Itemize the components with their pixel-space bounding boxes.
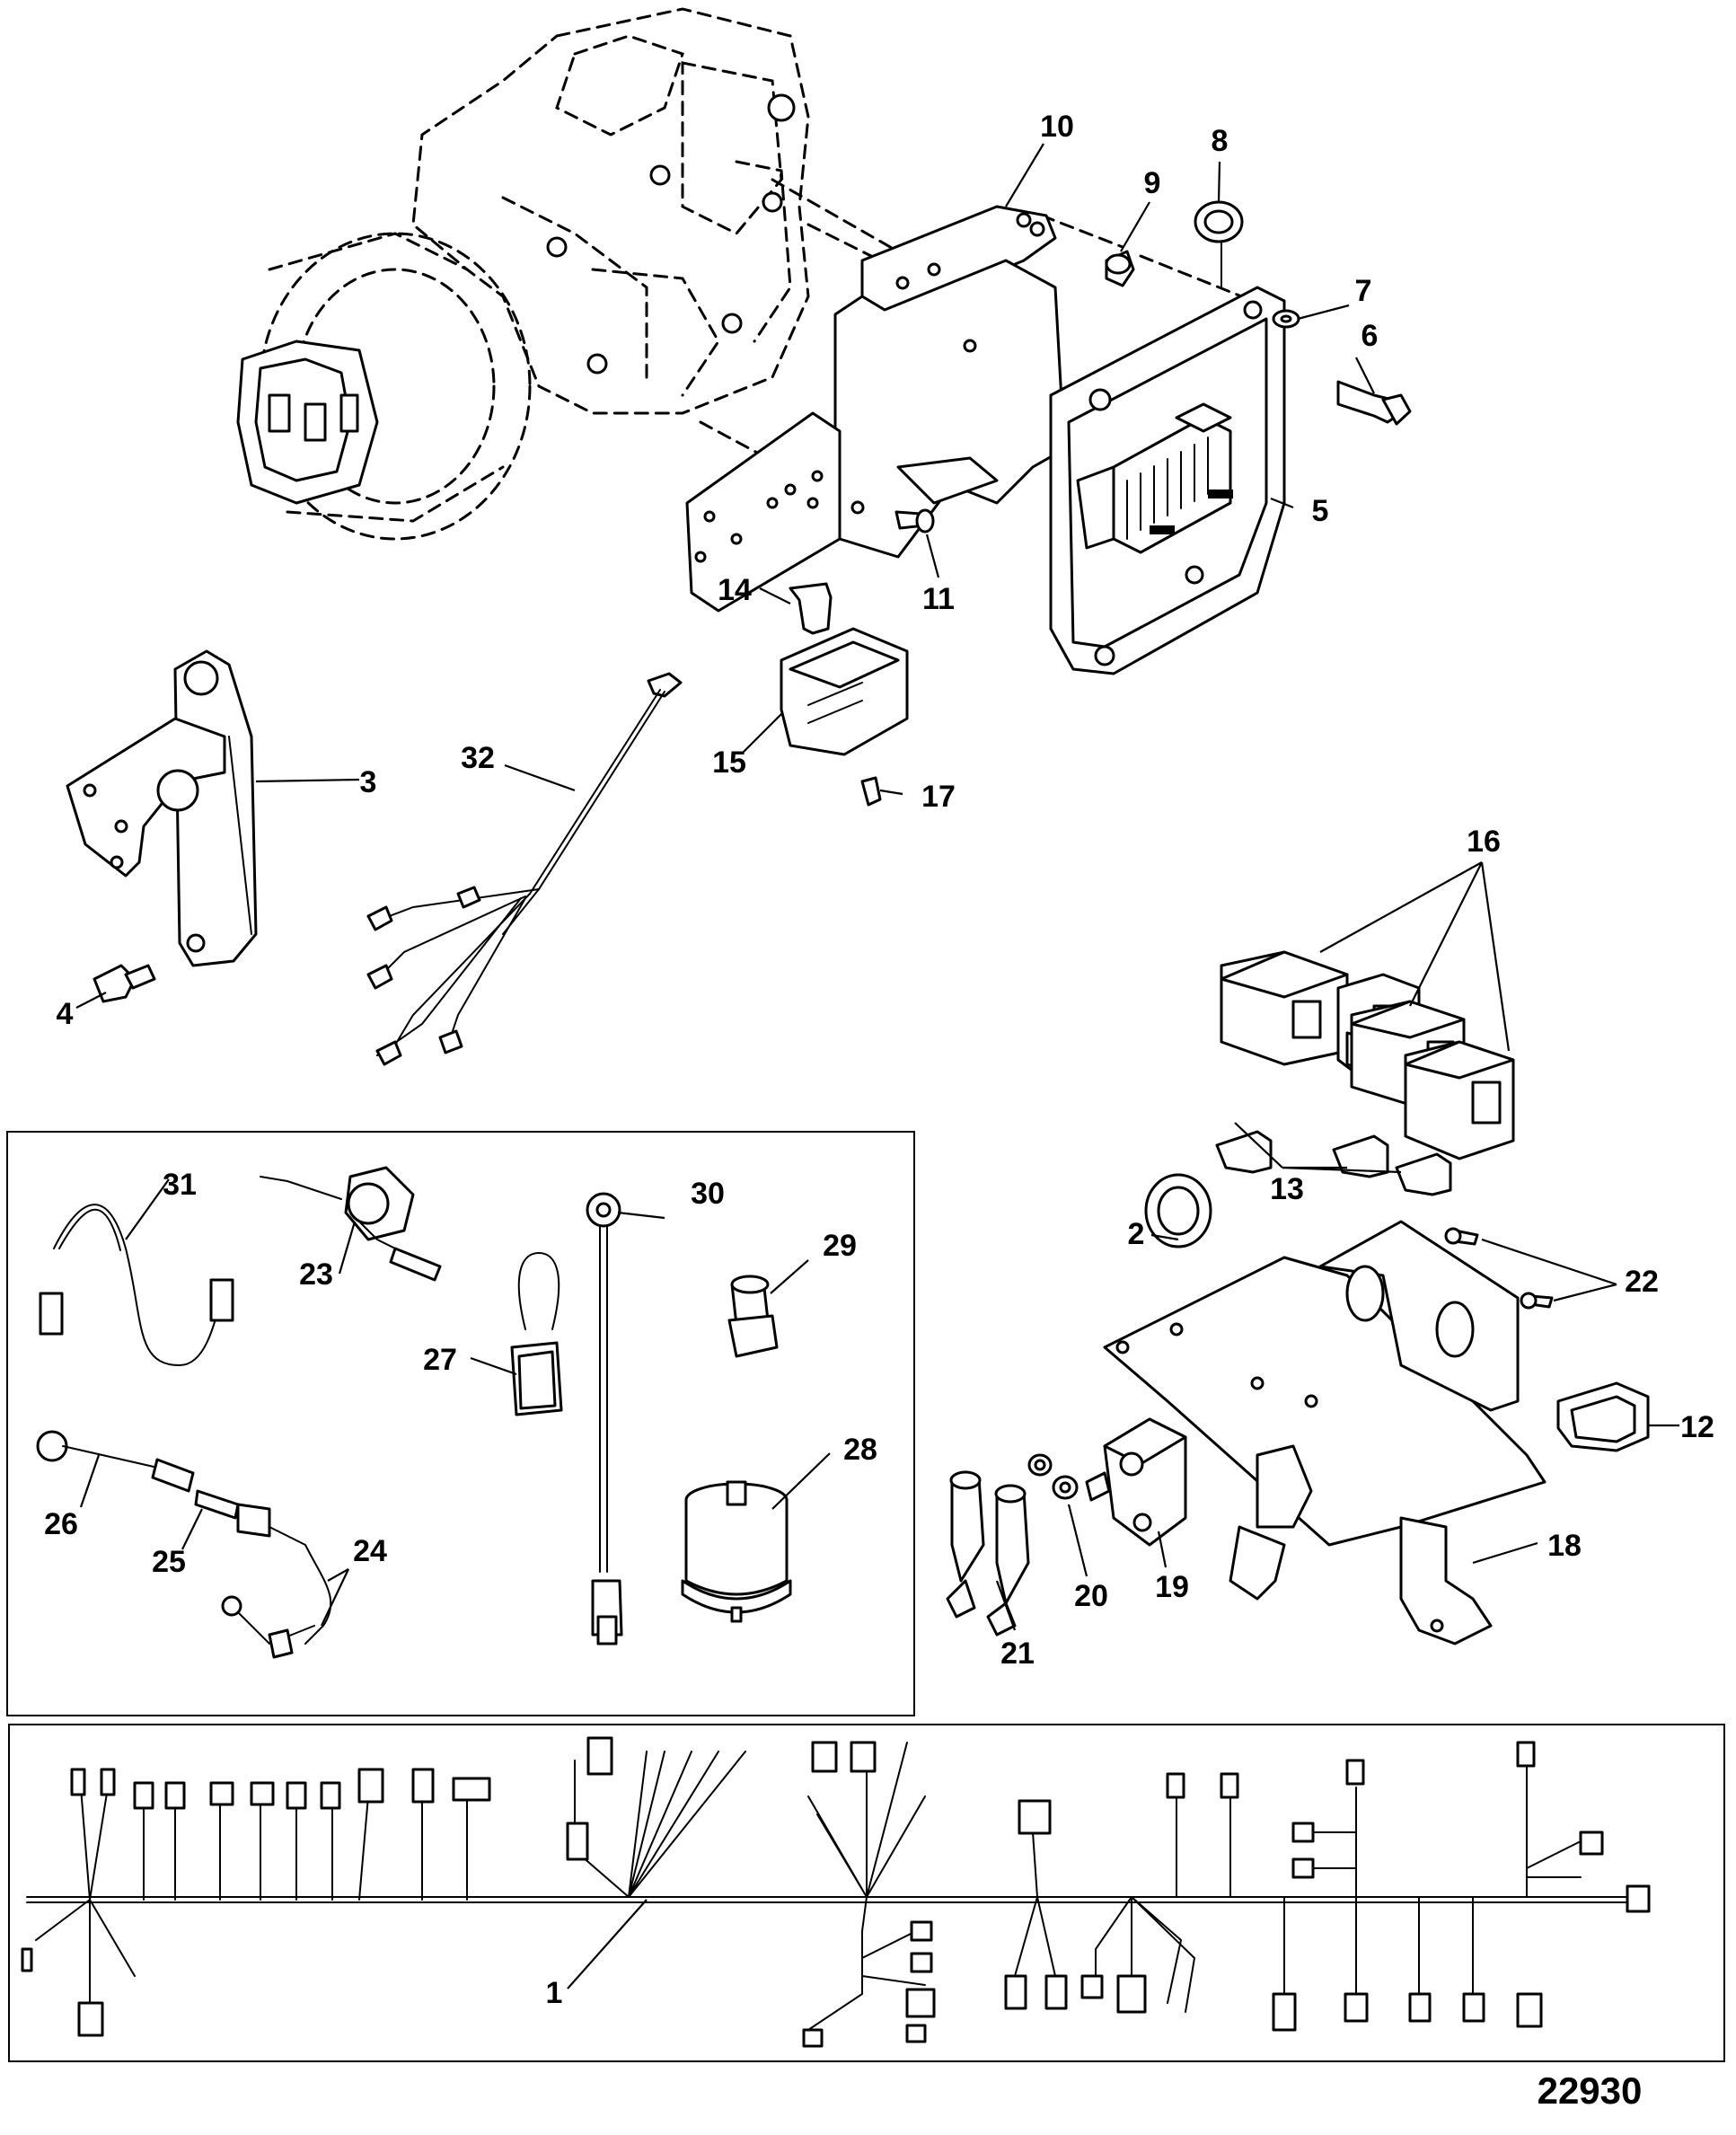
callout-7: 7 bbox=[1355, 274, 1372, 308]
callout-26: 26 bbox=[44, 1507, 78, 1541]
service-kit-box bbox=[6, 1131, 915, 1716]
stud-nuts bbox=[1027, 1453, 1079, 1500]
component-panel bbox=[1103, 1220, 1547, 1645]
callout-20: 20 bbox=[1074, 1579, 1108, 1613]
callout-14: 14 bbox=[718, 573, 752, 607]
callout-19: 19 bbox=[1155, 1570, 1189, 1604]
callout-15: 15 bbox=[712, 745, 746, 780]
callout-11: 11 bbox=[922, 582, 955, 616]
test-loop-harness bbox=[510, 1251, 563, 1416]
sub-harness bbox=[366, 672, 683, 1066]
callout-1: 1 bbox=[546, 1976, 563, 2010]
callout-3: 3 bbox=[360, 765, 377, 799]
callout-13: 13 bbox=[1270, 1172, 1304, 1206]
temperature-sender bbox=[260, 1166, 442, 1282]
callout-2: 2 bbox=[1128, 1217, 1145, 1251]
callout-6: 6 bbox=[1361, 319, 1379, 353]
callout-4: 4 bbox=[57, 997, 74, 1031]
bracket-bolt bbox=[93, 964, 156, 1003]
callout-12: 12 bbox=[1680, 1410, 1714, 1444]
engine-control-module bbox=[1049, 286, 1286, 675]
knock-sensor bbox=[586, 1192, 623, 1645]
callout-21: 21 bbox=[1000, 1637, 1035, 1671]
leader-lines bbox=[75, 143, 1679, 1989]
callout-22: 22 bbox=[1625, 1265, 1659, 1299]
engine-bracket bbox=[66, 649, 258, 967]
sensor-lead-with-fuse bbox=[36, 1430, 332, 1659]
mounting-bracket bbox=[685, 205, 1066, 613]
callout-labels: 1 2 3 4 5 6 7 8 9 10 11 12 13 14 15 16 1… bbox=[44, 110, 1714, 2112]
callout-27: 27 bbox=[423, 1343, 457, 1377]
housing-bosses bbox=[546, 93, 796, 375]
callout-30: 30 bbox=[691, 1177, 725, 1211]
terminal-stud bbox=[1085, 1417, 1187, 1547]
pressure-switch bbox=[727, 1275, 779, 1358]
callout-31: 31 bbox=[163, 1168, 197, 1202]
callout-28: 28 bbox=[843, 1433, 877, 1467]
harness-connector bbox=[1556, 1381, 1650, 1452]
fuse-holder-assembly bbox=[780, 582, 909, 807]
main-harness-box bbox=[8, 1724, 1725, 2062]
callout-5: 5 bbox=[1312, 494, 1329, 528]
callout-18: 18 bbox=[1547, 1529, 1582, 1563]
ecm-hardware bbox=[894, 200, 1412, 534]
illustration-number: 22930 bbox=[1538, 2069, 1643, 2112]
relay-3 bbox=[1404, 1040, 1515, 1160]
callout-25: 25 bbox=[152, 1545, 186, 1579]
relay-clips bbox=[1215, 1130, 1452, 1196]
oil-pressure-sender bbox=[681, 1480, 792, 1623]
callout-16: 16 bbox=[1467, 825, 1501, 859]
callout-24: 24 bbox=[353, 1534, 387, 1568]
callout-8: 8 bbox=[1212, 124, 1229, 158]
callout-10: 10 bbox=[1040, 110, 1074, 144]
callout-17: 17 bbox=[921, 780, 956, 814]
panel-screws bbox=[1444, 1227, 1554, 1310]
callout-9: 9 bbox=[1144, 166, 1161, 200]
main-engine-harness bbox=[21, 1736, 1651, 2048]
terminal-boots bbox=[946, 1470, 1030, 1637]
input-flange bbox=[236, 340, 379, 505]
panel-nut bbox=[1144, 1173, 1212, 1248]
callout-29: 29 bbox=[823, 1229, 857, 1263]
callout-23: 23 bbox=[299, 1257, 333, 1292]
jumper-wire bbox=[39, 1204, 234, 1367]
callout-32: 32 bbox=[461, 741, 495, 775]
